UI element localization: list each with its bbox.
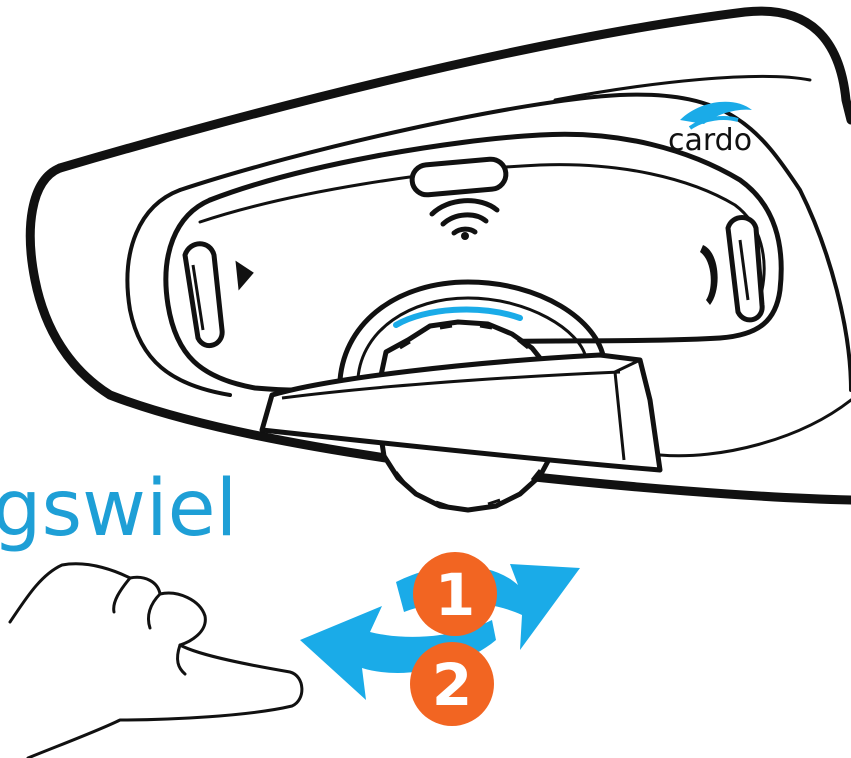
wifi-icon xyxy=(432,201,497,240)
play-icon xyxy=(235,259,255,291)
caption-text: gswiel xyxy=(0,470,237,548)
phone-handset-icon xyxy=(700,245,718,305)
step-number-1: 1 xyxy=(435,561,475,629)
intercom-button[interactable] xyxy=(411,158,507,196)
cardo-logo: cardo xyxy=(668,102,752,158)
hand-icon xyxy=(10,564,302,758)
step-badge-2: 2 xyxy=(410,642,494,726)
phone-button[interactable] xyxy=(700,218,762,320)
play-button[interactable] xyxy=(185,244,256,346)
bottom-bezel xyxy=(262,355,660,470)
step-badge-1: 1 xyxy=(413,552,497,636)
brand-name: cardo xyxy=(668,123,752,158)
step-number-2: 2 xyxy=(432,651,472,719)
